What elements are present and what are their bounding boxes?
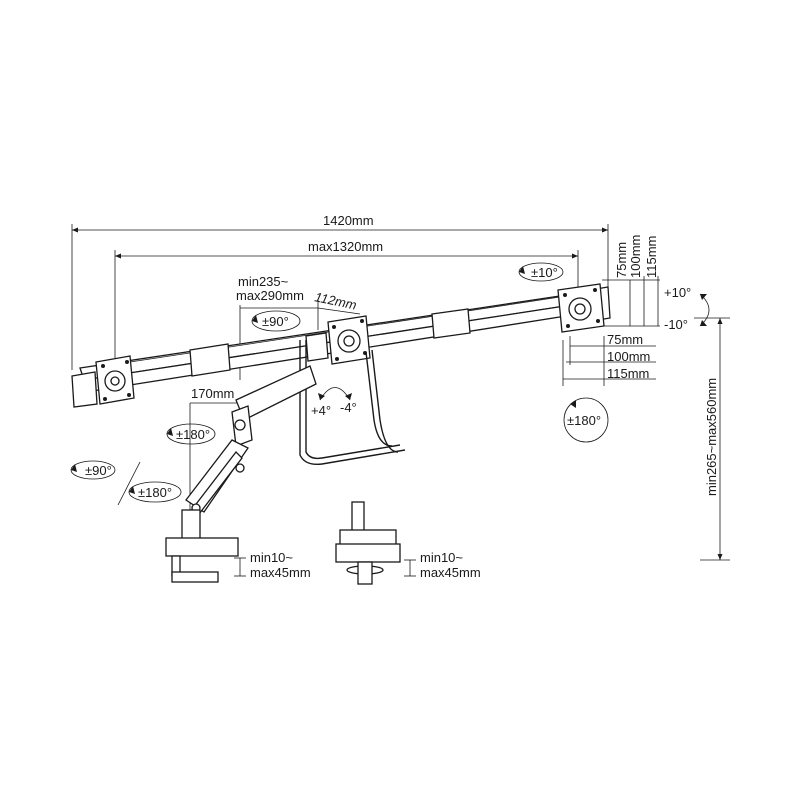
label-base-180: ±180° xyxy=(138,485,172,500)
label-max-width: max1320mm xyxy=(308,239,383,254)
clamp-base: min10~ max45mm xyxy=(165,509,311,583)
rotate-90-top-badge: ±90° xyxy=(251,310,301,332)
dimension-max-width: max1320mm xyxy=(114,239,579,360)
label-center-minus: -4° xyxy=(340,400,357,415)
label-total-width: 1420mm xyxy=(323,213,374,228)
center-tilt-indicator: +4° -4° xyxy=(311,387,357,418)
vesa-plate-right xyxy=(557,283,605,333)
label-rotate-90-top: ±90° xyxy=(262,314,289,329)
label-arm-reach-min: min235~ xyxy=(238,274,289,289)
label-tilt-up: +10° xyxy=(664,285,691,300)
dimension-arm-drop: 170mm xyxy=(189,386,240,525)
label-rotate-180-right: ±180° xyxy=(567,413,601,428)
label-vesa-100-horizontal: 100mm xyxy=(607,349,650,364)
swivel-10-badge: ±10° xyxy=(518,262,564,282)
base-divider-line xyxy=(117,461,141,506)
label-vesa-115-horizontal: 115mm xyxy=(607,366,649,381)
label-center-plus: +4° xyxy=(311,403,331,418)
gas-spring-arm xyxy=(185,365,317,519)
base-180-badge: ±180° xyxy=(128,481,182,503)
arm-180-badge: ±180° xyxy=(166,423,216,445)
dimension-total-width: 1420mm xyxy=(71,213,609,370)
rotate-180-right-badge: ±180° xyxy=(563,397,609,443)
label-vesa-75-vertical: 75mm xyxy=(614,242,629,278)
label-offset: 112mm xyxy=(313,289,358,313)
label-arm-drop: 170mm xyxy=(191,386,234,401)
label-base-90: ±90° xyxy=(85,463,112,478)
label-clamp-max: max45mm xyxy=(250,565,311,580)
vesa-plate-left xyxy=(95,355,135,405)
label-vesa-100-vertical: 100mm xyxy=(628,235,643,278)
label-grommet-min: min10~ xyxy=(420,550,463,565)
label-height: min265~max560mm xyxy=(704,378,719,496)
label-swivel-10: ±10° xyxy=(531,265,558,280)
label-arm-180: ±180° xyxy=(176,427,210,442)
grommet-base: min10~ max45mm xyxy=(335,501,481,585)
label-arm-reach-max: max290mm xyxy=(236,288,304,303)
dimension-height: min265~max560mm xyxy=(694,317,730,561)
center-bracket xyxy=(299,340,406,465)
label-tilt-down: -10° xyxy=(664,317,688,332)
tilt-indicator: +10° -10° xyxy=(664,285,710,332)
label-vesa-115-vertical: 115mm xyxy=(644,236,659,278)
label-vesa-75-horizontal: 75mm xyxy=(607,332,643,347)
base-90-badge: ±90° xyxy=(70,460,116,480)
label-clamp-min: min10~ xyxy=(250,550,293,565)
dimension-vesa-right: 75mm 100mm 115mm 75mm 100mm 115mm xyxy=(562,235,660,386)
label-grommet-max: max45mm xyxy=(420,565,481,580)
vesa-plate-center xyxy=(305,315,371,365)
